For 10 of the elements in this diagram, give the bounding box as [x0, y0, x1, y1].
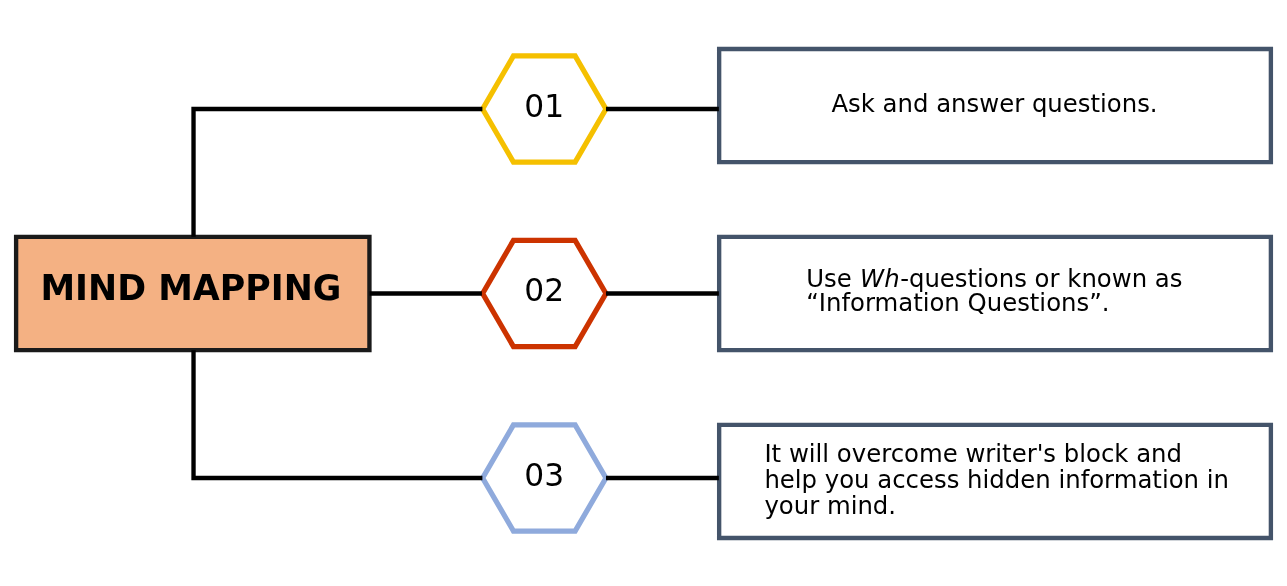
connector	[191, 106, 483, 237]
node-box: It will overcome writer's block and help you access hidden information in your mind.	[716, 422, 1274, 540]
connector	[606, 106, 719, 111]
node-box: Use Wh-questions or known as “Information Questions”.	[716, 234, 1274, 352]
node-box: Ask and answer questions.	[716, 46, 1274, 164]
connector	[606, 475, 719, 480]
node-box: MIND MAPPING	[13, 234, 372, 352]
connector	[606, 290, 719, 296]
connector	[191, 349, 483, 480]
connector	[369, 290, 482, 296]
